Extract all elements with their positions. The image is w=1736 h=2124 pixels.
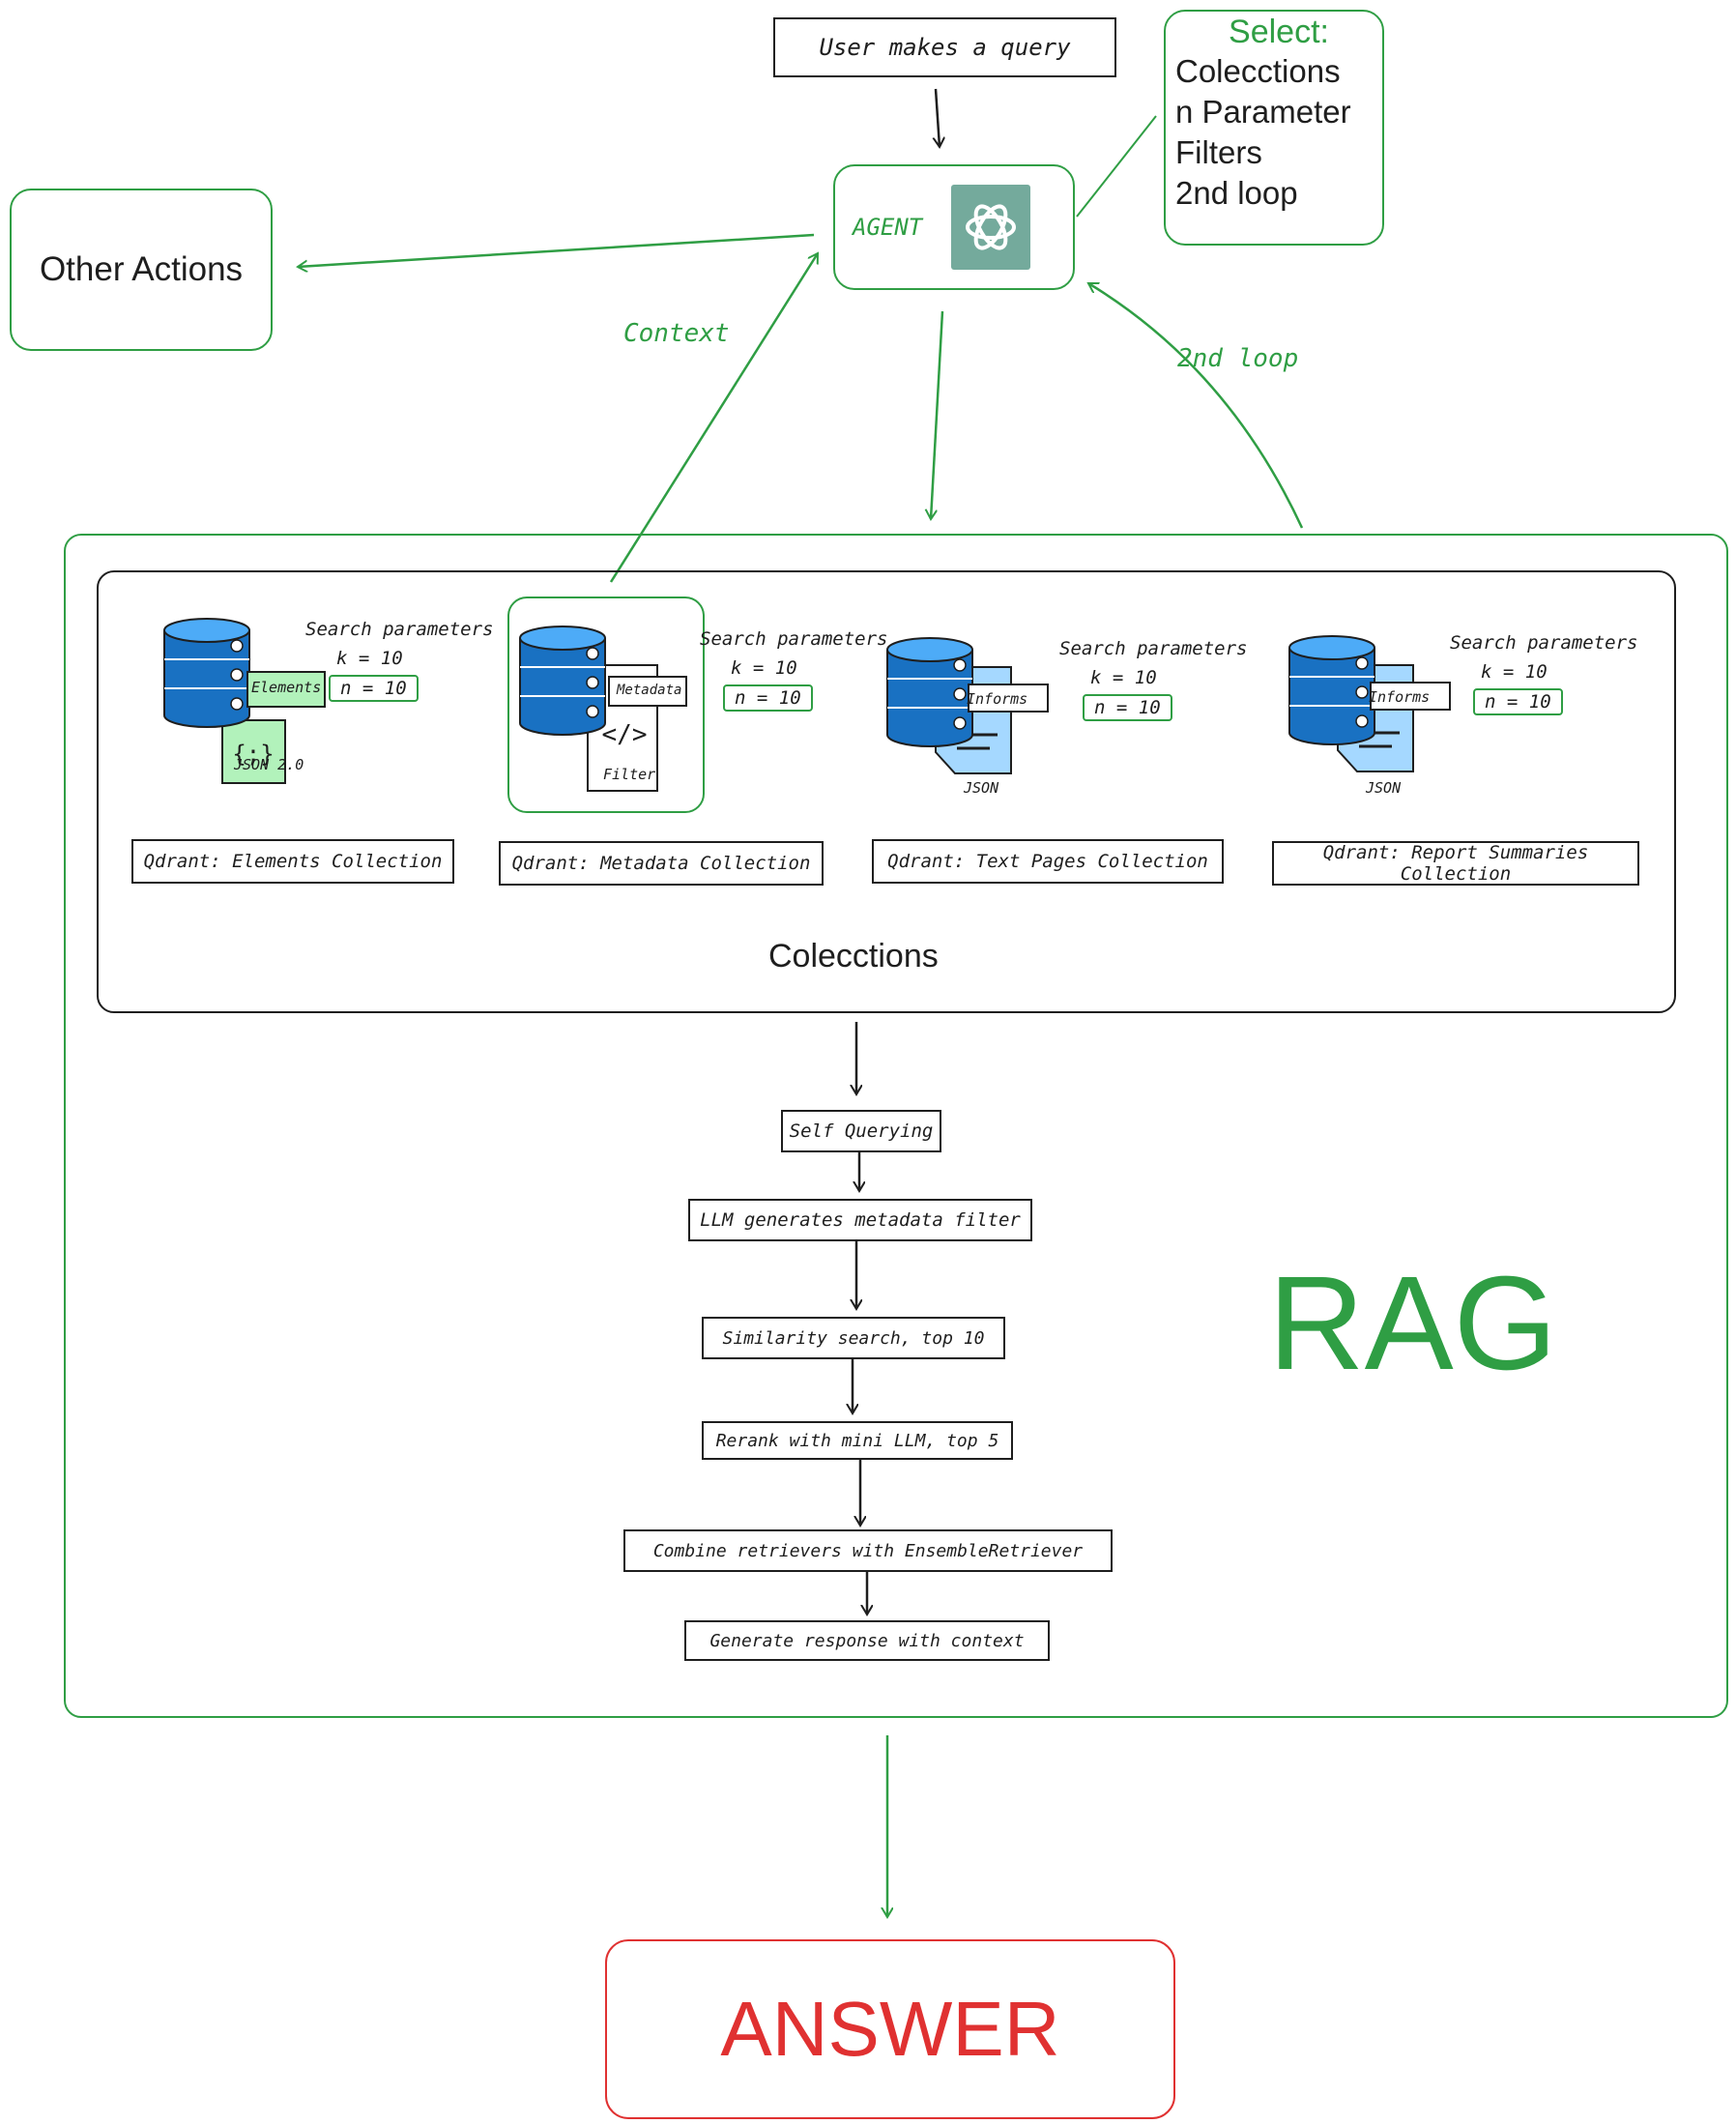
- k-param: k = 10: [1090, 667, 1157, 688]
- elements-tag: Elements: [251, 679, 322, 696]
- metadata-doc-label: Filter: [603, 766, 656, 783]
- pipeline-step-label: Combine retrievers with EnsembleRetrieve…: [652, 1540, 1084, 1561]
- elements-collection-icon: {;}: [163, 618, 326, 784]
- answer-label: ANSWER: [720, 1986, 1060, 2072]
- arrow-context-to-agent: [609, 253, 820, 583]
- agent-box[interactable]: AGENT: [833, 164, 1075, 290]
- svg-text:{;}: {;}: [232, 741, 274, 768]
- report-summaries-search-params: Search parameters k = 10 n = 10: [1450, 632, 1643, 729]
- elements-collection-label[interactable]: Qdrant: Elements Collection: [131, 839, 454, 884]
- pipeline-step-label: Generate response with context: [709, 1630, 1025, 1651]
- report-summaries-collection-icon: [1288, 635, 1451, 772]
- elements-doc-label: JSON 2.0: [234, 756, 304, 773]
- other-actions-box[interactable]: Other Actions: [10, 189, 273, 351]
- collection-name: Qdrant: Elements Collection: [143, 851, 443, 872]
- other-actions-label: Other Actions: [39, 250, 244, 288]
- report-summaries-collection-label[interactable]: Qdrant: Report Summaries Collection: [1272, 841, 1639, 886]
- metadata-tag: Metadata: [617, 683, 682, 698]
- pipeline-step-ensemble[interactable]: Combine retrievers with EnsembleRetrieve…: [623, 1529, 1113, 1572]
- report-summaries-doc-label: JSON: [1366, 779, 1402, 797]
- agent-label: AGENT: [853, 214, 923, 241]
- arrow-second-loop: [1088, 281, 1304, 529]
- k-param: k = 10: [336, 648, 403, 669]
- pipeline-step-label: Rerank with mini LLM, top 5: [715, 1430, 999, 1451]
- n-param: n = 10: [1083, 694, 1172, 721]
- rag-container: [64, 534, 1728, 1718]
- text-pages-collection-label[interactable]: Qdrant: Text Pages Collection: [872, 839, 1224, 884]
- pipeline-step-rerank[interactable]: Rerank with mini LLM, top 5: [702, 1421, 1013, 1460]
- select-item: n Parameter: [1175, 94, 1351, 130]
- arrow-query-to-agent: [936, 88, 940, 147]
- select-item: 2nd loop: [1175, 175, 1298, 211]
- search-params-title: Search parameters: [1059, 638, 1248, 659]
- select-title: Select:: [1229, 14, 1329, 50]
- metadata-highlight: [507, 596, 705, 813]
- elements-search-params: Search parameters k = 10 n = 10: [305, 619, 499, 715]
- pipeline-step-self-querying[interactable]: Self Querying: [781, 1110, 941, 1152]
- collection-name: Qdrant: Text Pages Collection: [887, 851, 1208, 872]
- query-text: User makes a query: [819, 34, 1071, 61]
- pipeline-step-label: Similarity search, top 10: [722, 1327, 985, 1349]
- rag-label: RAG: [1268, 1249, 1558, 1398]
- text-pages-doc-label: JSON: [964, 779, 999, 797]
- k-param: k = 10: [731, 657, 797, 679]
- pipeline-step-generate-response[interactable]: Generate response with context: [684, 1620, 1050, 1661]
- openai-icon: [951, 185, 1031, 270]
- text-pages-tag: Informs: [967, 690, 1028, 708]
- line-agent-to-select: [1076, 115, 1157, 218]
- collection-name: Qdrant: Metadata Collection: [511, 853, 811, 874]
- svg-text:</>: </>: [602, 720, 648, 749]
- select-box: Select: Colecctions n Parameter Filters …: [1164, 10, 1384, 246]
- collections-group-label: Colecctions: [768, 938, 939, 975]
- pipeline-step-label: LLM generates metadata filter: [700, 1209, 1021, 1231]
- search-params-title: Search parameters: [1450, 632, 1638, 654]
- metadata-collection-icon: </>: [519, 626, 687, 792]
- n-param: n = 10: [723, 684, 813, 712]
- n-param: n = 10: [1473, 688, 1563, 715]
- answer-box[interactable]: ANSWER: [605, 1939, 1175, 2119]
- metadata-collection-label[interactable]: Qdrant: Metadata Collection: [499, 841, 824, 886]
- select-item: Filters: [1175, 134, 1262, 170]
- second-loop-edge-label: 2nd loop: [1177, 344, 1299, 373]
- pipeline-step-label: Self Querying: [789, 1120, 934, 1142]
- report-summaries-tag: Informs: [1369, 688, 1431, 706]
- text-pages-search-params: Search parameters k = 10 n = 10: [1059, 638, 1253, 735]
- collections-group: [97, 570, 1676, 1013]
- pipeline-step-metadata-filter[interactable]: LLM generates metadata filter: [688, 1199, 1032, 1241]
- search-params-title: Search parameters: [305, 619, 494, 640]
- select-item: Colecctions: [1175, 53, 1341, 89]
- query-box: User makes a query: [773, 17, 1116, 77]
- context-edge-label: Context: [623, 319, 730, 348]
- metadata-search-params: Search parameters k = 10 n = 10: [700, 628, 893, 725]
- n-param: n = 10: [329, 675, 419, 702]
- search-params-title: Search parameters: [700, 628, 888, 650]
- k-param: k = 10: [1481, 661, 1548, 683]
- arrow-agent-to-rag: [931, 310, 944, 519]
- pipeline-step-similarity-search[interactable]: Similarity search, top 10: [702, 1317, 1005, 1359]
- text-pages-collection-icon: [886, 637, 1049, 774]
- arrow-agent-to-other-actions: [298, 233, 815, 267]
- collection-name: Qdrant: Report Summaries Collection: [1322, 842, 1589, 885]
